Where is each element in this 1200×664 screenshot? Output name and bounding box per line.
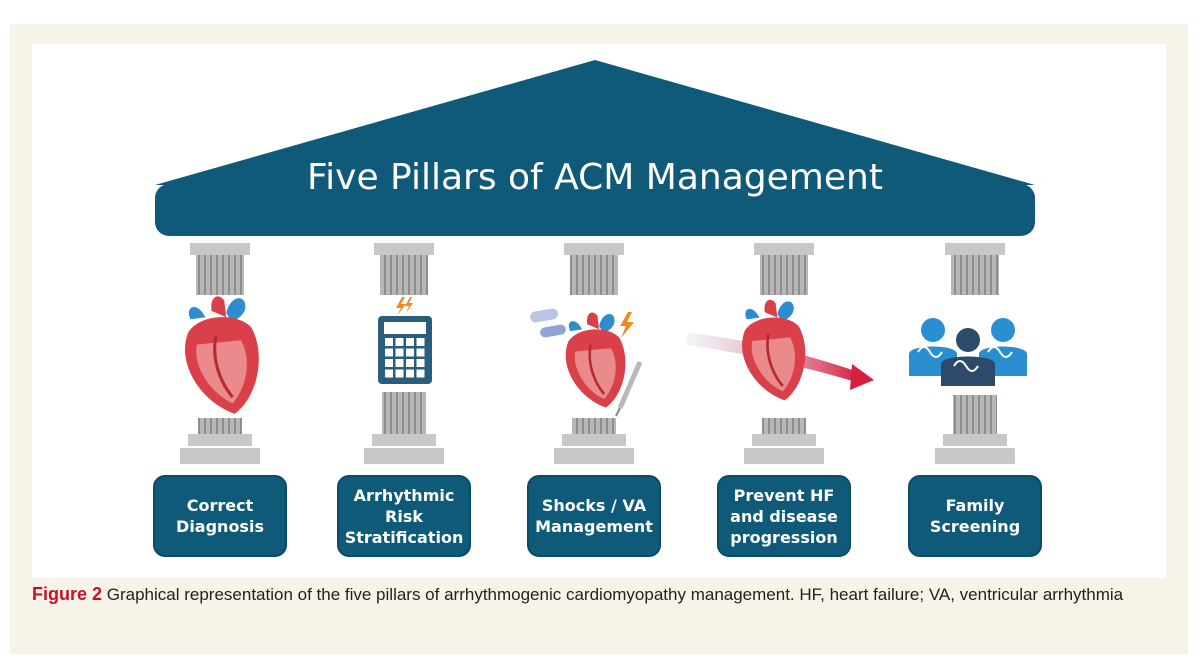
- pillar-5: [935, 243, 1015, 464]
- pillar-base-plinth: [554, 448, 634, 464]
- pillar-capital: [945, 243, 1005, 255]
- pillar-lower-column: [198, 418, 242, 436]
- pills-icon: [530, 308, 566, 338]
- pillar-label-2: Arrhythmic Risk Stratification: [337, 475, 471, 557]
- pillar-lower-column: [382, 392, 426, 434]
- pillar-base-plinth: [180, 448, 260, 464]
- caption-text: Graphical representation of the five pil…: [102, 585, 1124, 604]
- pillar-lower-column: [572, 418, 616, 436]
- pillar-upper-column: [760, 255, 808, 295]
- diagram-title: Five Pillars of ACM Management: [307, 157, 883, 198]
- pillar-upper-column: [951, 255, 999, 295]
- pillar-lower-column: [762, 418, 806, 436]
- pillar-base-plinth: [744, 448, 824, 464]
- heart-icon: [185, 296, 259, 414]
- pillar-upper-column: [570, 255, 618, 295]
- pillar-base-step: [752, 434, 816, 446]
- pillar-4: [744, 243, 824, 464]
- pillar-upper-column: [380, 255, 428, 295]
- roof-pediment: [155, 60, 1035, 185]
- lightning-icon: [396, 297, 413, 316]
- syringe-icon: [615, 361, 643, 417]
- pillar-base-plinth: [364, 448, 444, 464]
- figure-label: Figure 2: [32, 584, 103, 604]
- pillar-3: [554, 243, 634, 464]
- calculator-icon: [378, 316, 432, 384]
- pillar-upper-column: [196, 255, 244, 295]
- pillar-label-3: Shocks / VA Management: [527, 475, 661, 557]
- pillar-base-step: [943, 434, 1007, 446]
- pillar-capital: [190, 243, 250, 255]
- pillar-capital: [374, 243, 434, 255]
- heart-progression-icon: [742, 299, 806, 401]
- pillar-base-plinth: [935, 448, 1015, 464]
- figure-caption: Figure 2 Graphical representation of the…: [32, 582, 1172, 607]
- pillar-capital: [564, 243, 624, 255]
- roof-beam: [155, 184, 1035, 236]
- pillar-label-1: Correct Diagnosis: [153, 475, 287, 557]
- pillars-group: [180, 243, 1027, 464]
- pillar-base-step: [372, 434, 436, 446]
- pillar-lower-column: [953, 395, 997, 435]
- family-dna-icon: [909, 318, 1027, 386]
- pillar-label-4: Prevent HF and disease progression: [717, 475, 851, 557]
- pillar-1: [180, 243, 260, 464]
- pillar-capital: [754, 243, 814, 255]
- pillar-base-step: [188, 434, 252, 446]
- pillar-label-5: Family Screening: [908, 475, 1042, 557]
- roof: [155, 60, 1035, 236]
- pillar-2: [364, 243, 444, 464]
- pillar-base-step: [562, 434, 626, 446]
- shock-lightning-icon: [620, 312, 634, 338]
- heart-small-icon: [565, 312, 626, 408]
